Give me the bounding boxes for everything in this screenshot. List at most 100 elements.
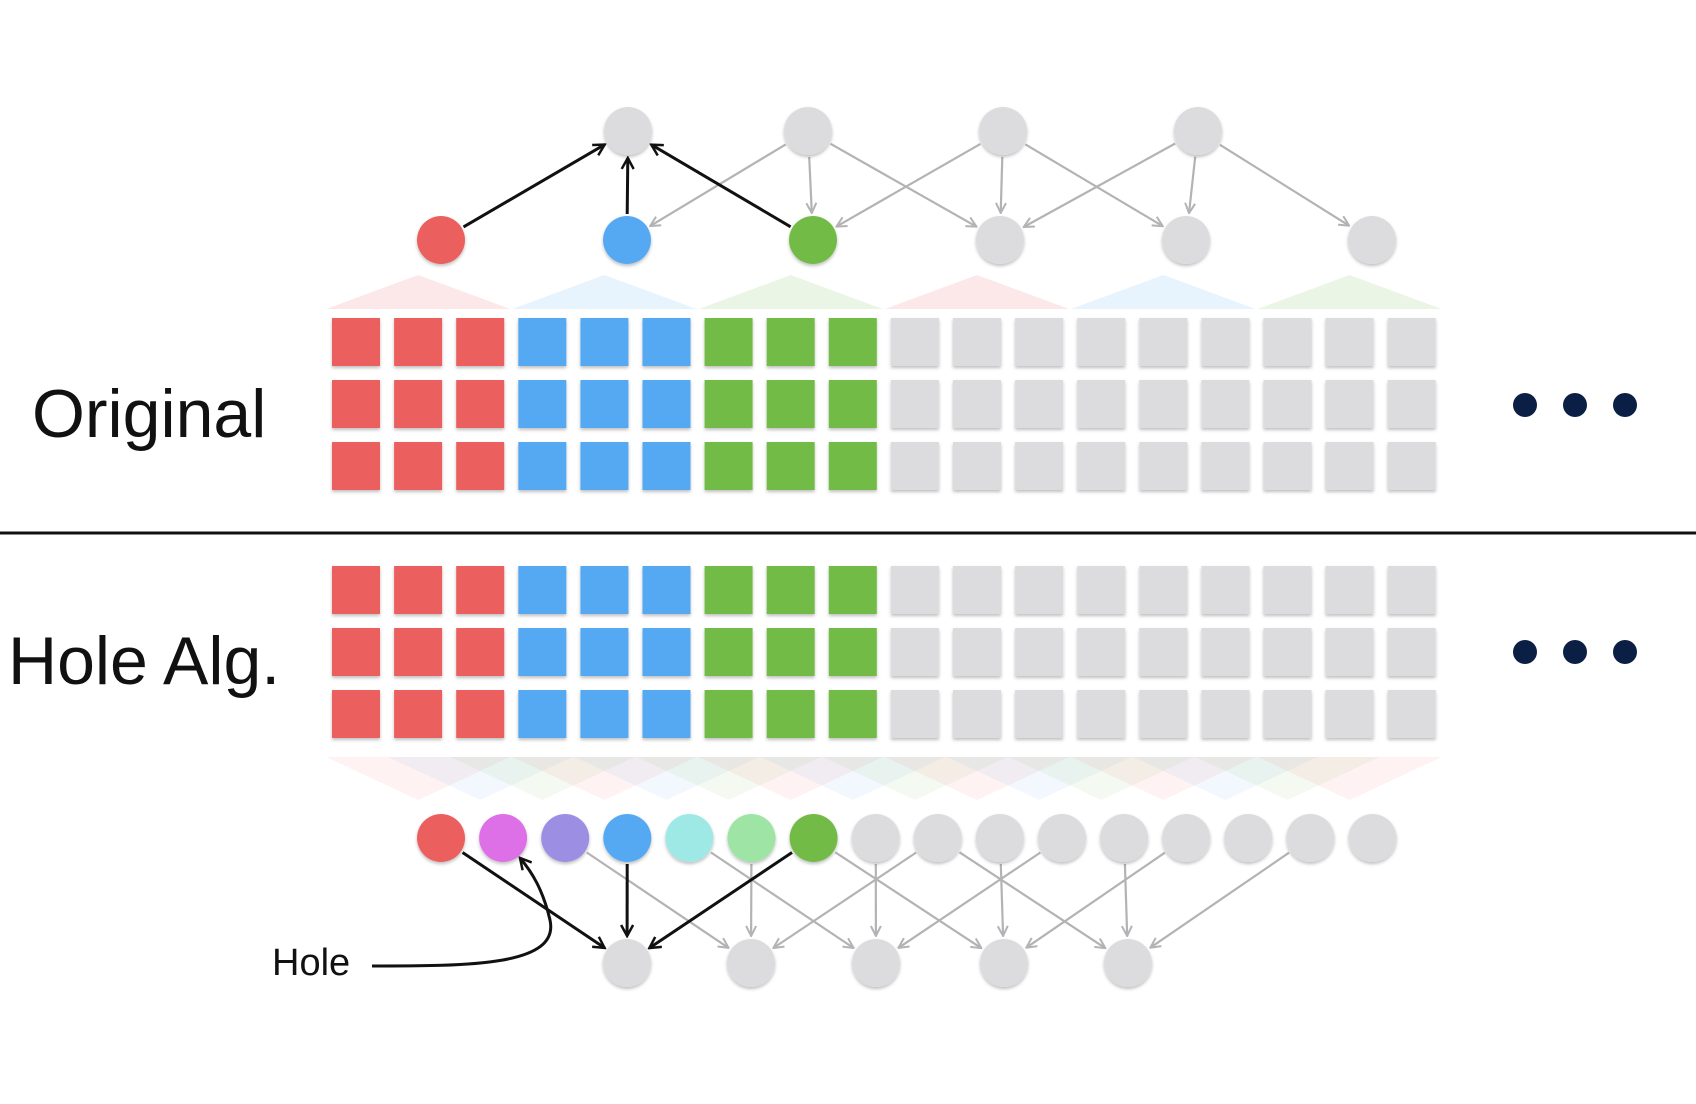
hole-edge	[834, 851, 981, 948]
hole-grid-cell	[1387, 566, 1436, 614]
hole-receptive-field	[698, 757, 883, 800]
original-pooled-node	[603, 216, 651, 264]
hole-grid-cell	[766, 566, 815, 614]
ellipsis-dot	[1613, 640, 1637, 664]
original-receptive-field	[512, 275, 697, 309]
hole-grid-cell	[456, 628, 505, 676]
hole-edge	[1026, 851, 1166, 948]
original-grid-cell	[580, 442, 629, 490]
hole-grid-cell	[704, 566, 753, 614]
original-grid-cell	[704, 380, 753, 428]
hole-grid-cell	[642, 690, 691, 738]
original-grid-cell	[890, 442, 939, 490]
label-hole-alg: Hole Alg.	[8, 623, 281, 699]
hole-pooled-node	[541, 814, 590, 862]
hole-grid-cell	[1325, 690, 1374, 738]
ellipsis-dot	[1513, 393, 1537, 417]
original-highlight-edge	[651, 145, 792, 229]
hole-pooled-node	[603, 814, 652, 862]
hole-receptive-field	[1257, 757, 1442, 800]
hole-receptive-field	[822, 757, 1007, 800]
hole-grid-cell	[580, 690, 629, 738]
original-grid-cell	[518, 442, 567, 490]
original-grid-cell	[580, 318, 629, 366]
original-grid-cell	[1077, 380, 1126, 428]
hole-grid-cell	[518, 566, 567, 614]
misc-marks	[0, 393, 1696, 968]
original-edge	[1219, 143, 1349, 226]
original-output-node	[604, 107, 652, 155]
hole-grid-cell	[518, 628, 567, 676]
original-grid-cell	[1263, 380, 1312, 428]
hole-pooled-node	[1038, 814, 1086, 862]
hole-grid-cell	[332, 628, 380, 676]
original-grid-cell	[704, 442, 753, 490]
original-receptive-field	[1257, 275, 1442, 309]
original-grid-cell	[518, 380, 567, 428]
hole-output-node	[1104, 939, 1152, 987]
original-edge	[1001, 156, 1003, 213]
hole-receptive-field	[947, 757, 1132, 800]
hole-edge	[1150, 851, 1290, 948]
hole-grid-cell	[1015, 566, 1064, 614]
original-edge	[1189, 156, 1197, 213]
hole-receptive-field	[450, 757, 635, 800]
original-receptive-field	[884, 275, 1070, 309]
original-grid-cell	[1015, 442, 1064, 490]
hole-grid-cell	[828, 690, 877, 738]
connection-edges	[461, 142, 1350, 949]
hole-grid-cell	[828, 628, 877, 676]
hole-receptive-field	[574, 757, 759, 800]
hole-pooled-node	[417, 814, 465, 862]
hole-grid-cell	[1387, 690, 1436, 738]
hole-grid-cell	[456, 690, 505, 738]
hole-grid-cell	[1077, 628, 1126, 676]
original-pooled-node	[417, 216, 465, 264]
original-grid-cell	[704, 318, 753, 366]
hole-grid-cell	[828, 566, 877, 614]
hole-highlight-edge	[649, 851, 793, 949]
hole-pooled-node	[913, 814, 962, 862]
original-receptive-field	[326, 275, 511, 309]
original-grid-cell	[394, 442, 443, 490]
original-grid-cell	[890, 318, 939, 366]
hole-grid-cell	[580, 566, 629, 614]
original-grid-cell	[1387, 318, 1436, 366]
hole-grid-cell	[953, 628, 1001, 676]
hole-pointer-arrow	[371, 858, 553, 968]
hole-grid-cell	[704, 628, 753, 676]
input-grids	[332, 318, 1436, 738]
hole-grid-cell	[1325, 628, 1374, 676]
original-grid-cell	[580, 380, 629, 428]
hole-grid-cell	[1263, 566, 1312, 614]
hole-grid-cell	[518, 690, 567, 738]
original-highlight-edge	[462, 145, 605, 229]
original-edge	[1024, 143, 1163, 226]
hole-grid-cell	[1201, 566, 1250, 614]
original-edge	[809, 156, 812, 213]
original-grid-cell	[456, 442, 505, 490]
original-grid-cell	[1201, 380, 1250, 428]
original-grid-cell	[332, 442, 380, 490]
hole-pooled-node	[1100, 814, 1149, 862]
original-grid-cell	[1325, 318, 1374, 366]
original-pooled-node	[976, 216, 1024, 264]
original-grid-cell	[1139, 442, 1188, 490]
original-grid-cell	[953, 318, 1001, 366]
hole-grid-cell	[890, 690, 939, 738]
hole-grid-cell	[890, 566, 939, 614]
hole-edge	[898, 851, 1042, 948]
hole-receptive-field	[884, 757, 1070, 800]
hole-grid-cell	[394, 690, 443, 738]
original-grid-cell	[828, 380, 877, 428]
hole-grid-cell	[953, 566, 1001, 614]
hole-receptive-field	[388, 757, 573, 800]
hole-grid-cell	[1015, 690, 1064, 738]
original-grid-cell	[456, 380, 505, 428]
hole-grid-cell	[1077, 566, 1126, 614]
ellipsis-dot	[1513, 640, 1537, 664]
original-grid-cell	[1201, 442, 1250, 490]
original-edge	[830, 142, 977, 227]
label-original: Original	[32, 376, 267, 452]
original-grid-cell	[1325, 380, 1374, 428]
